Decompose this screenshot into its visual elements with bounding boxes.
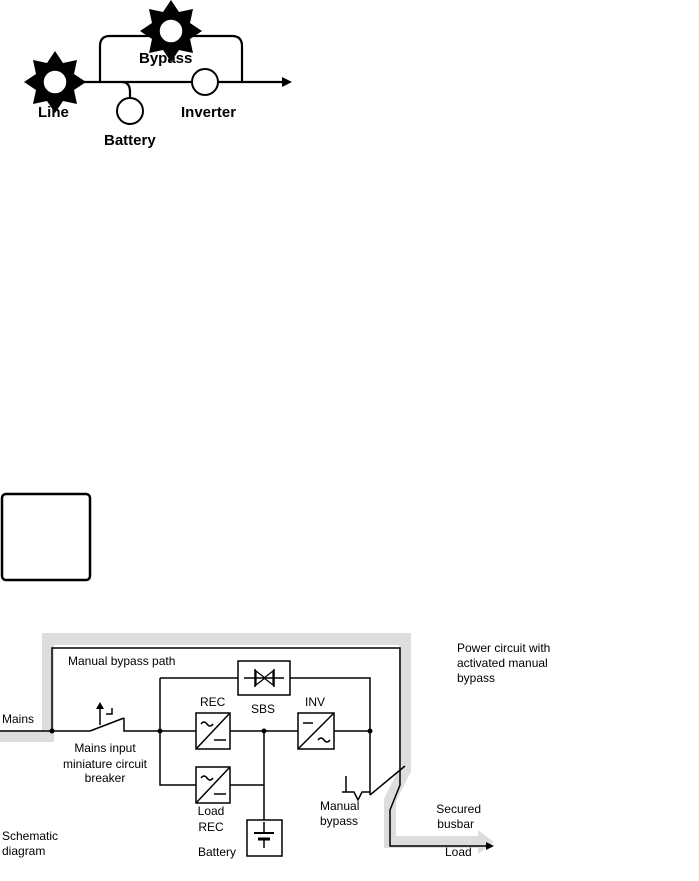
sbs-block-icon xyxy=(237,660,291,696)
load-rec-block-icon xyxy=(195,766,231,804)
inv-label: INV xyxy=(305,695,325,709)
schematic-diagram-label-2: diagram xyxy=(2,844,45,858)
rec-block-icon xyxy=(195,712,231,750)
power-circuit-note-1: Power circuit with xyxy=(457,641,550,655)
manual-bypass-label-2: bypass xyxy=(320,814,358,828)
mains-breaker-label-1: Mains input xyxy=(74,741,136,755)
inverter-indicator-icon xyxy=(191,68,219,96)
output-arrow-head-icon xyxy=(486,842,494,850)
sbs-label: SBS xyxy=(251,702,275,716)
mains-breaker-label-2: miniature circuit xyxy=(63,757,148,771)
rec-label: REC xyxy=(200,695,226,709)
left-bus-junction xyxy=(157,728,163,734)
output-switch-blade xyxy=(369,765,406,796)
left-bus-wire xyxy=(159,678,196,786)
sbs-output-wire xyxy=(290,677,371,795)
secured-busbar-label-1: Secured xyxy=(436,802,481,816)
battery-indicator-icon xyxy=(116,97,144,125)
power-circuit-note-3: bypass xyxy=(457,671,495,685)
manual-bypass-path-label: Manual bypass path xyxy=(68,654,175,668)
output-arrow-icon xyxy=(282,77,292,87)
mains-breaker-label-3: breaker xyxy=(85,771,126,785)
manual-bypass-wire xyxy=(51,647,401,770)
line-label: Line xyxy=(38,104,69,121)
schematic-diagram: Manual bypass path Mains REC SBS INV Mai… xyxy=(0,633,550,859)
manual-bypass-switch-icon xyxy=(342,776,370,802)
manual-bypass-label-1: Manual xyxy=(320,799,359,813)
battery-label: Battery xyxy=(198,845,236,859)
battery-label: Battery xyxy=(104,132,156,149)
load-rec-label-2: REC xyxy=(198,820,224,834)
bypass-label: Bypass xyxy=(139,50,192,67)
inverter-label: Inverter xyxy=(181,104,236,121)
inv-block-icon xyxy=(297,712,335,750)
ups-status-panel: Line Bypass Inverter Battery xyxy=(24,0,292,149)
load-rec-label-1: Load xyxy=(198,804,225,818)
bypass-active-star-icon xyxy=(140,0,202,62)
output-wire xyxy=(389,770,486,847)
right-bus-junction xyxy=(367,728,373,734)
schematic-diagram-label-1: Schematic xyxy=(2,829,58,843)
mains-breaker-icon xyxy=(89,702,160,732)
load-label: Load xyxy=(445,845,472,859)
battery-branch-line xyxy=(121,80,132,98)
line-active-star-icon xyxy=(24,51,86,113)
mains-label: Mains xyxy=(2,712,34,726)
secured-busbar-label-2: busbar xyxy=(437,817,474,831)
empty-display-box xyxy=(0,492,92,582)
battery-block-icon xyxy=(246,819,283,857)
power-circuit-note-2: activated manual xyxy=(457,656,548,670)
